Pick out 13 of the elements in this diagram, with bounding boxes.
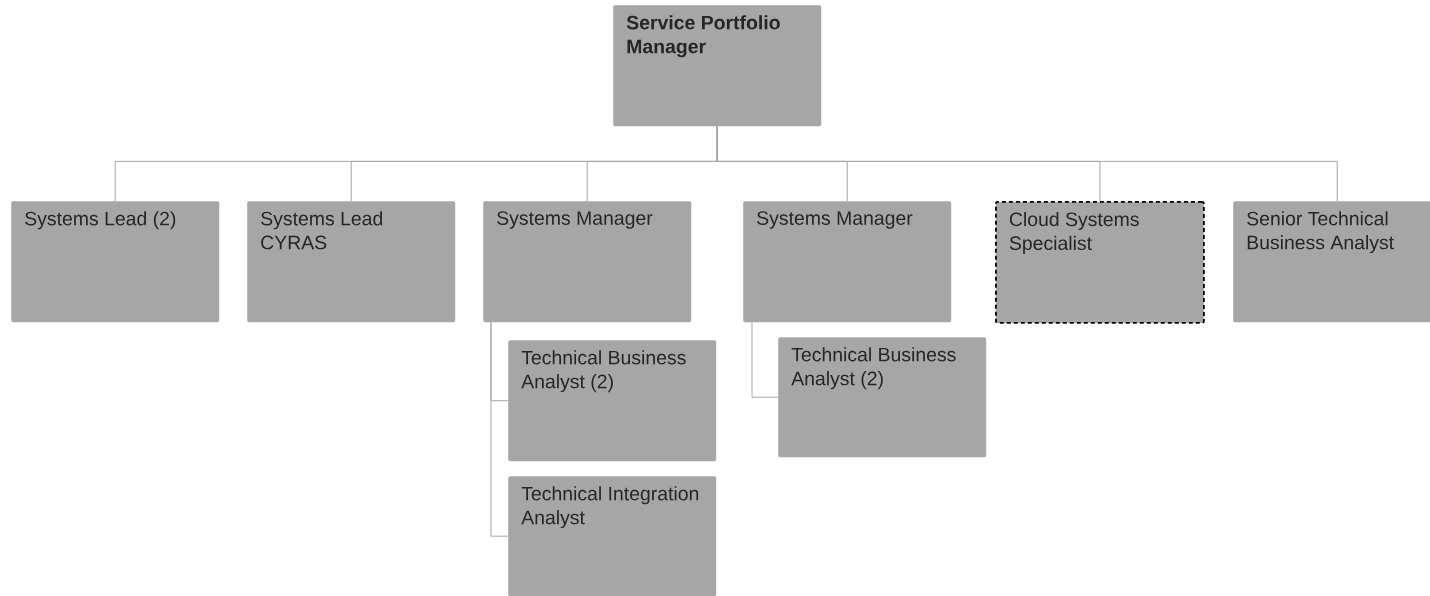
role-box: Cloud Systems Specialist xyxy=(995,201,1205,324)
role-box: Systems Lead CYRAS xyxy=(247,201,456,323)
role-box: Service Portfolio Manager xyxy=(613,5,822,127)
role-box: Senior Technical Business Analyst xyxy=(1233,201,1430,323)
role-box: Technical Integration Analyst xyxy=(508,476,717,596)
role-box: Systems Manager xyxy=(743,201,952,323)
connector-line xyxy=(490,321,509,537)
connector-line xyxy=(751,321,779,398)
role-box: Systems Lead (2) xyxy=(11,201,220,323)
role-box: Systems Manager xyxy=(483,201,692,323)
connector-line xyxy=(716,125,1338,202)
role-box: Technical Business Analyst (2) xyxy=(508,340,717,462)
role-box: Technical Business Analyst (2) xyxy=(778,337,987,458)
